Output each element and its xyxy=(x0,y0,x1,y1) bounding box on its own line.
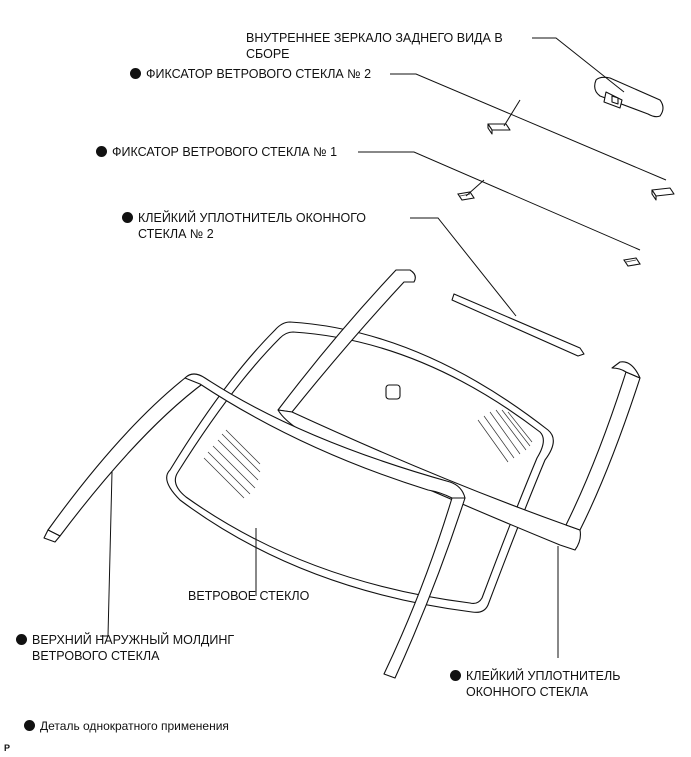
label-mirror-line1: ВНУТРЕННЕЕ ЗЕРКАЛО ЗАДНЕГО ВИДА В xyxy=(246,31,503,45)
retainer-2-left xyxy=(487,123,511,135)
one-time-use-icon xyxy=(122,212,133,223)
label-dam-1-line2: ОКОННОГО СТЕКЛА xyxy=(466,685,589,699)
retainer-2-right xyxy=(651,187,675,201)
label-molding-line2: ВЕТРОВОГО СТЕКЛА xyxy=(32,649,160,663)
label-mirror-line2: СБОРЕ xyxy=(246,47,290,61)
label-dam-2: КЛЕЙКИЙ УПЛОТНИТЕЛЬ ОКОННОГО СТЕКЛА № 2 xyxy=(122,210,366,242)
label-retainer-2: ФИКСАТОР ВЕТРОВОГО СТЕКЛА № 2 xyxy=(130,66,371,82)
corner-mark: P xyxy=(4,743,11,753)
rear-view-mirror xyxy=(594,76,664,118)
one-time-use-icon xyxy=(450,670,461,681)
label-dam-1: КЛЕЙКИЙ УПЛОТНИТЕЛЬ ОКОННОГО СТЕКЛА xyxy=(450,668,620,700)
label-windshield: ВЕТРОВОЕ СТЕКЛО xyxy=(188,589,310,603)
label-mirror: ВНУТРЕННЕЕ ЗЕРКАЛО ЗАДНЕГО ВИДА В СБОРЕ xyxy=(246,30,503,62)
leader-lines xyxy=(100,37,667,658)
legend: Деталь однократного применения xyxy=(24,718,229,734)
one-time-use-icon xyxy=(24,720,35,731)
adhesive-dam-2 xyxy=(451,293,585,357)
label-molding: ВЕРХНИЙ НАРУЖНЫЙ МОЛДИНГ ВЕТРОВОГО СТЕКЛ… xyxy=(16,632,234,664)
one-time-use-icon xyxy=(16,634,27,645)
retainer-1-right xyxy=(623,257,641,267)
label-retainer-1-text: ФИКСАТОР ВЕТРОВОГО СТЕКЛА № 1 xyxy=(112,145,338,159)
one-time-use-icon xyxy=(130,68,141,79)
one-time-use-icon xyxy=(96,146,107,157)
label-molding-line1: ВЕРХНИЙ НАРУЖНЫЙ МОЛДИНГ xyxy=(32,633,235,647)
label-retainer-1: ФИКСАТОР ВЕТРОВОГО СТЕКЛА № 1 xyxy=(96,144,337,160)
label-dam-2-line2: СТЕКЛА № 2 xyxy=(138,227,214,241)
upper-molding xyxy=(43,373,466,679)
label-dam-2-line1: КЛЕЙКИЙ УПЛОТНИТЕЛЬ ОКОННОГО xyxy=(138,211,367,225)
label-retainer-2-text: ФИКСАТОР ВЕТРОВОГО СТЕКЛА № 2 xyxy=(146,67,372,81)
windshield-glass xyxy=(166,321,554,613)
label-dam-1-line1: КЛЕЙКИЙ УПЛОТНИТЕЛЬ xyxy=(466,669,621,683)
hatch-left xyxy=(203,429,261,499)
hatch-right xyxy=(477,409,533,463)
legend-text: Деталь однократного применения xyxy=(40,719,229,733)
mirror-mount-icon xyxy=(385,384,401,400)
